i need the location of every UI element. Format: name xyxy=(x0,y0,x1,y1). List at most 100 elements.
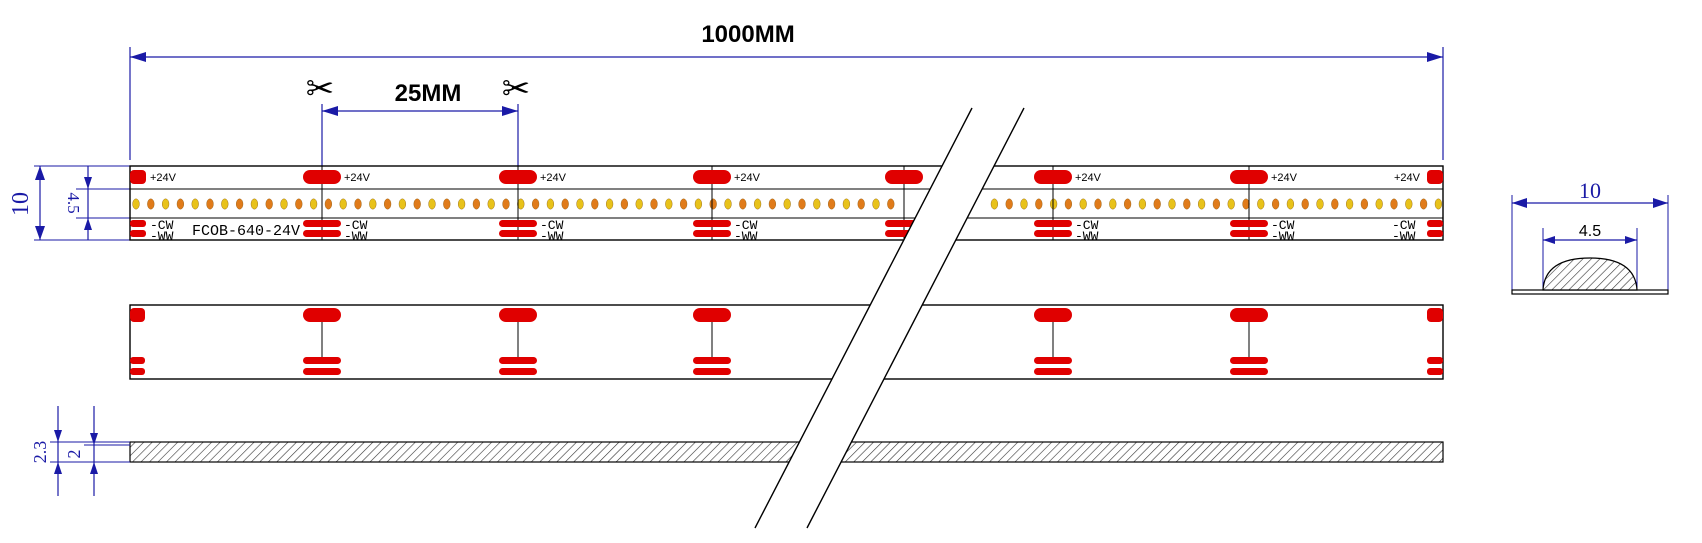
led-dot xyxy=(783,198,791,210)
led-dot xyxy=(472,198,481,210)
strip-width-label: 10 xyxy=(8,192,34,216)
led-dot xyxy=(324,198,333,210)
profile-emitter-label: 4.5 xyxy=(1579,223,1601,240)
led-dot xyxy=(753,198,762,210)
pad-label-cold-white: -CW xyxy=(1075,218,1099,233)
pad-cold-white xyxy=(499,220,537,227)
led-dot xyxy=(1405,198,1413,210)
pad-label-cold-white: -CW xyxy=(344,218,368,233)
led-dot xyxy=(813,198,821,210)
led-dot xyxy=(1094,198,1102,210)
led-dot xyxy=(221,198,229,210)
led-dot xyxy=(887,198,895,210)
led-dot xyxy=(1153,198,1161,210)
led-dot xyxy=(398,198,407,210)
led-dot xyxy=(339,198,347,210)
led-dot xyxy=(295,198,303,210)
led-dot xyxy=(1257,198,1265,210)
led-dot xyxy=(1242,198,1250,210)
length-dimension: 1000MM xyxy=(129,21,1444,160)
total-thickness-label: 2.3 xyxy=(30,441,50,464)
led-dot xyxy=(191,198,199,210)
pad-warm-white xyxy=(303,368,341,375)
led-dot xyxy=(1390,198,1398,210)
pcb-thickness-label: 2 xyxy=(64,450,84,459)
pad-cold-white xyxy=(693,220,731,227)
led-dot xyxy=(1197,198,1206,210)
led-dot xyxy=(827,198,836,210)
pad-label-warm-white: -WW xyxy=(1392,229,1416,244)
pad-cold-white xyxy=(303,357,341,364)
led-dot xyxy=(1035,198,1043,210)
pad-cold-white xyxy=(693,357,731,364)
led-dot xyxy=(1331,198,1339,210)
led-dot xyxy=(162,198,170,210)
pad-positive xyxy=(130,170,146,184)
led-dot xyxy=(1168,198,1176,210)
led-dot xyxy=(413,198,421,210)
pad-positive xyxy=(499,170,537,184)
led-dot xyxy=(620,198,629,210)
break-lines xyxy=(754,107,1025,529)
led-dot xyxy=(990,198,999,210)
pad-positive xyxy=(1427,308,1443,322)
led-dot xyxy=(1109,198,1117,210)
led-dot xyxy=(872,198,880,210)
strip-back-view xyxy=(129,304,1444,380)
led-dot xyxy=(650,198,658,210)
led-dot xyxy=(487,198,495,210)
led-dot xyxy=(147,198,155,210)
strip-side-view xyxy=(129,441,1444,463)
pad-positive xyxy=(693,170,731,184)
pad-label-cold-white: -CW xyxy=(1271,218,1295,233)
pad-cold-white xyxy=(130,357,145,364)
led-dot xyxy=(1123,198,1132,210)
thickness-dimension: 2.3 2 xyxy=(30,406,130,496)
pad-label-cold-white: -CW xyxy=(734,218,758,233)
pad-label-positive: +24V xyxy=(344,172,371,184)
pad-warm-white xyxy=(1230,230,1268,237)
cut-interval-label: 25MM xyxy=(395,80,462,107)
led-dot xyxy=(1286,198,1295,210)
pad-warm-white xyxy=(303,230,341,237)
pad-label-cold-white: -CW xyxy=(540,218,564,233)
pad-warm-white xyxy=(1427,230,1443,237)
strip-top-view: +24V-CW-WW+24V-CW-WW+24V-CW-WW+24V-CW-WW… xyxy=(129,165,1444,244)
pad-warm-white xyxy=(130,230,146,237)
led-dot xyxy=(1183,198,1191,210)
pad-cold-white xyxy=(499,357,537,364)
pad-cold-white xyxy=(303,220,341,227)
led-dot xyxy=(1301,198,1309,210)
led-dot xyxy=(739,198,747,210)
led-dot xyxy=(1138,198,1147,210)
width-dimension: 10 4.5 xyxy=(8,165,130,241)
led-dot xyxy=(1271,198,1280,210)
led-dot xyxy=(1005,198,1013,210)
scissors-icon: ✂ xyxy=(502,70,531,108)
pad-label-warm-white: -WW xyxy=(1271,229,1295,244)
led-dot xyxy=(458,198,466,210)
led-dot xyxy=(236,198,244,210)
led-dot xyxy=(1020,198,1028,210)
led-dot xyxy=(502,198,510,210)
pad-warm-white xyxy=(1034,368,1072,375)
led-dot xyxy=(576,198,584,210)
pad-warm-white xyxy=(1034,230,1072,237)
scissors-icon: ✂ xyxy=(306,70,335,108)
led-dot xyxy=(665,198,673,210)
led-dot xyxy=(1212,198,1221,210)
pad-label-warm-white: -WW xyxy=(734,229,758,244)
led-dot xyxy=(428,198,436,210)
pad-cold-white xyxy=(1230,220,1268,227)
pad-label-positive: +24V xyxy=(540,172,567,184)
led-dot xyxy=(605,198,614,210)
pad-cold-white xyxy=(1427,220,1443,227)
led-dot xyxy=(546,198,555,210)
led-dot xyxy=(842,198,851,210)
led-dot xyxy=(132,198,140,210)
cut-interval-dimension: ✂ ✂ 25MM xyxy=(306,70,531,215)
led-dot xyxy=(384,198,392,210)
led-dot xyxy=(310,198,318,210)
strip-back-pads xyxy=(130,308,1443,375)
